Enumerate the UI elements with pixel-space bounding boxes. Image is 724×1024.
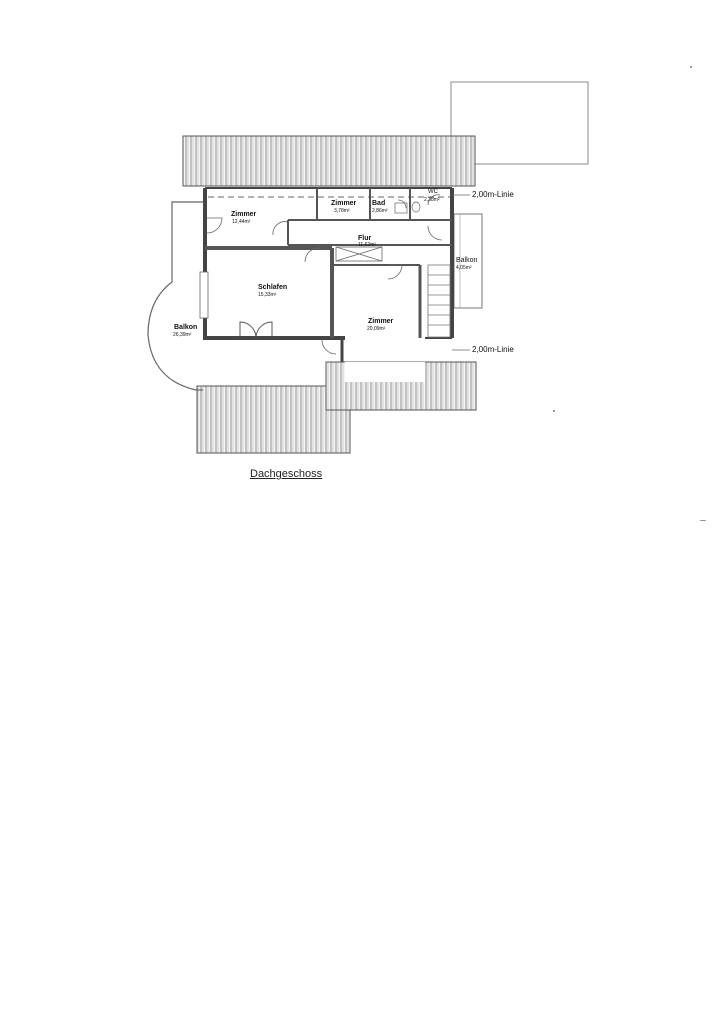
zimmer2-name: Zimmer: [331, 200, 357, 207]
zimmer1-name: Zimmer: [231, 211, 257, 218]
plan-caption: Dachgeschoss: [250, 468, 323, 480]
schlafen-name: Schlafen: [258, 284, 287, 291]
roof-bottom-left: [196, 385, 351, 454]
balcony-door: [239, 321, 273, 339]
zimmer3-name: Zimmer: [368, 318, 394, 325]
wc-area: 2,38m²: [424, 197, 440, 203]
flur-area: 11,62m²: [358, 242, 376, 248]
bad-area: 2,86m²: [372, 208, 388, 214]
zimmer1-area: 12,44m²: [232, 219, 251, 225]
wc-name: WC: [428, 189, 439, 195]
line-label-top: 2,00m-Linie: [472, 190, 514, 199]
schlafen-area: 15,33m²: [258, 292, 277, 298]
staircase: [427, 264, 451, 338]
roof-top: [182, 135, 476, 187]
outbuilding-outline: [450, 81, 589, 165]
scan-mark: [553, 410, 555, 412]
scan-mark: [700, 520, 706, 521]
flur-name: Flur: [358, 235, 371, 242]
flur-opening: [335, 246, 383, 262]
scan-mark: [690, 66, 692, 68]
balkon-east-name: Balkon: [456, 257, 478, 264]
balkon-east-area: 4,05m²: [456, 265, 472, 271]
balkon-west-area: 26,39m²: [173, 332, 192, 338]
zimmer3-area: 20,09m²: [367, 326, 386, 332]
zimmer2-area: 3,78m²: [334, 208, 350, 214]
line-label-bottom: 2,00m-Linie: [472, 345, 514, 354]
balcony-west: [147, 201, 203, 391]
balkon-west-name: Balkon: [174, 324, 197, 331]
bad-name: Bad: [372, 200, 385, 207]
